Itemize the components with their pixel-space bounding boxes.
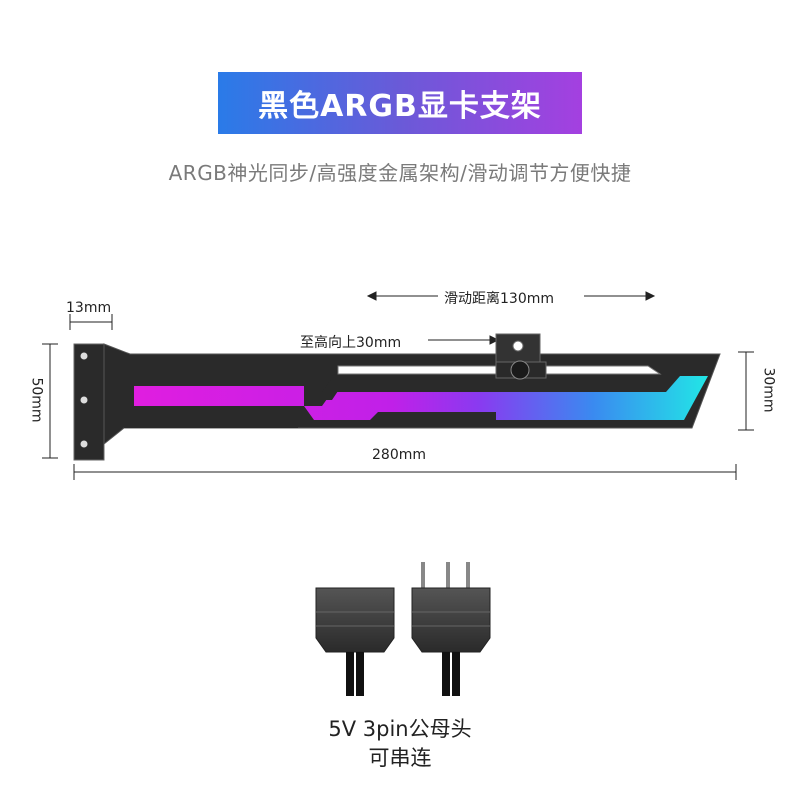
connector-caption-line1: 5V 3pin公母头 [328, 717, 472, 741]
dim-50mm-marker [42, 343, 58, 459]
feature-subtitle: ARGB神光同步/高强度金属架构/滑动调节方便快捷 [168, 161, 632, 185]
dim-label-30mm: 30mm [760, 367, 777, 413]
title-banner: 黑色ARGB显卡支架 [218, 72, 582, 134]
slide-distance-arrow [366, 291, 656, 301]
mounting-plate [73, 343, 105, 461]
dim-label-raise: 至高向上30mm [300, 335, 402, 351]
dim-label-slide: 滑动距离130mm [444, 291, 554, 307]
dim-label-50mm: 50mm [28, 377, 45, 423]
dim-13mm-marker [69, 314, 113, 330]
connector-caption-line2: 可串连 [368, 746, 432, 770]
raise-height-arrow [428, 335, 500, 345]
female-connector [315, 587, 395, 696]
dim-label-280mm: 280mm [372, 447, 426, 463]
dim-30mm-marker [738, 351, 754, 431]
led-rail [103, 343, 721, 446]
slider-block [495, 333, 547, 380]
male-connector [411, 562, 491, 696]
dim-280mm-marker [73, 464, 737, 480]
banner-title: 黑色ARGB显卡支架 [258, 89, 542, 124]
dim-label-13mm: 13mm [66, 300, 112, 316]
